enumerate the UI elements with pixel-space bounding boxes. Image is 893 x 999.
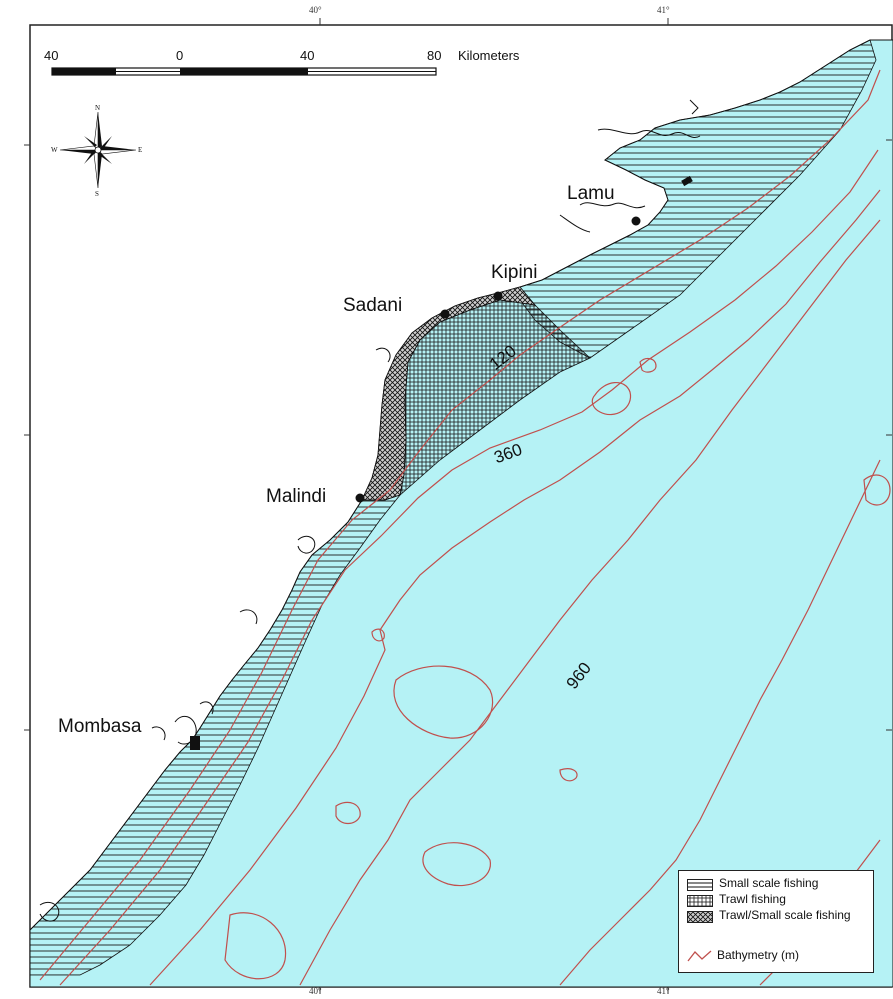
- contour-island-1: [591, 382, 632, 416]
- contour-island-9: [371, 628, 385, 642]
- city-label-malindi: Malindi: [266, 486, 327, 507]
- lamu-island: [681, 175, 693, 187]
- kipini-marker: [493, 291, 503, 301]
- legend-item-bathymetry: Bathymetry (m): [687, 949, 867, 963]
- coast-creeks-malindi: [239, 347, 391, 625]
- scale-tick-40-left: 40: [44, 48, 59, 63]
- scale-tick-0: 0: [176, 48, 184, 63]
- city-label-kipini: Kipini: [491, 262, 538, 283]
- contour-960: [299, 219, 881, 986]
- contour-island-4: [335, 801, 361, 825]
- legend-item-trawl: Trawl fishing: [687, 893, 869, 907]
- lamu-marker: [631, 216, 641, 226]
- contour-360: [59, 149, 879, 986]
- graticule-bottom-left-label: 40°: [309, 986, 322, 996]
- legend-swatch-bathymetry: [687, 950, 712, 962]
- compass-west-letter: W: [51, 146, 58, 154]
- coast-creeks-lamu: [559, 99, 701, 233]
- sadani-marker: [440, 309, 450, 319]
- contour-island-7: [224, 912, 287, 980]
- legend-swatch-trawl: [687, 895, 713, 907]
- contour-deep-1: [559, 459, 881, 986]
- scale-tick-40-right: 40: [300, 48, 315, 63]
- mombasa-creek-fill: [190, 736, 200, 750]
- scale-tick-80: 80: [427, 48, 442, 63]
- scale-unit-label: Kilometers: [458, 48, 520, 63]
- coast-creeks-mombasa: [39, 701, 214, 922]
- contour-island-5: [422, 842, 491, 887]
- small-scale-zone-north: [519, 39, 877, 359]
- contour-island-2: [639, 357, 657, 373]
- legend-swatch-small-scale: [687, 879, 713, 891]
- contour-island-8: [559, 768, 578, 782]
- scale-bar: [51, 67, 437, 76]
- contour-island-3: [393, 665, 494, 739]
- city-label-sadani: Sadani: [343, 295, 403, 316]
- legend-label-trawl-small-scale: Trawl/Small scale fishing: [719, 908, 851, 922]
- map-legend: Small scale fishing Trawl fishing Trawl/…: [678, 870, 874, 973]
- compass-east-letter: E: [138, 146, 143, 154]
- legend-item-small-scale: Small scale fishing: [687, 877, 869, 891]
- graticule-top-right-label: 41°: [657, 5, 670, 15]
- malindi-marker: [355, 493, 365, 503]
- compass-rose-icon: [59, 111, 137, 189]
- contour-120: [39, 69, 881, 981]
- legend-label-trawl: Trawl fishing: [719, 892, 786, 906]
- legend-item-trawl-small-scale: Trawl/Small scale fishing: [687, 909, 869, 923]
- contour-island-6: [863, 474, 891, 506]
- trawl-zone: [399, 299, 591, 497]
- compass-south-letter: S: [95, 190, 99, 198]
- legend-label-bathymetry: Bathymetry (m): [717, 948, 800, 962]
- legend-label-small-scale: Small scale fishing: [719, 876, 819, 890]
- compass-north-letter: N: [95, 104, 101, 112]
- graticule-bottom-right-label: 41°: [657, 986, 670, 996]
- city-label-lamu: Lamu: [567, 183, 615, 204]
- city-label-mombasa: Mombasa: [58, 716, 142, 737]
- graticule-top-left-label: 40°: [309, 5, 322, 15]
- legend-swatch-trawl-small-scale: [687, 911, 713, 923]
- contour-720: [149, 189, 881, 986]
- small-scale-zone-south: [30, 494, 402, 976]
